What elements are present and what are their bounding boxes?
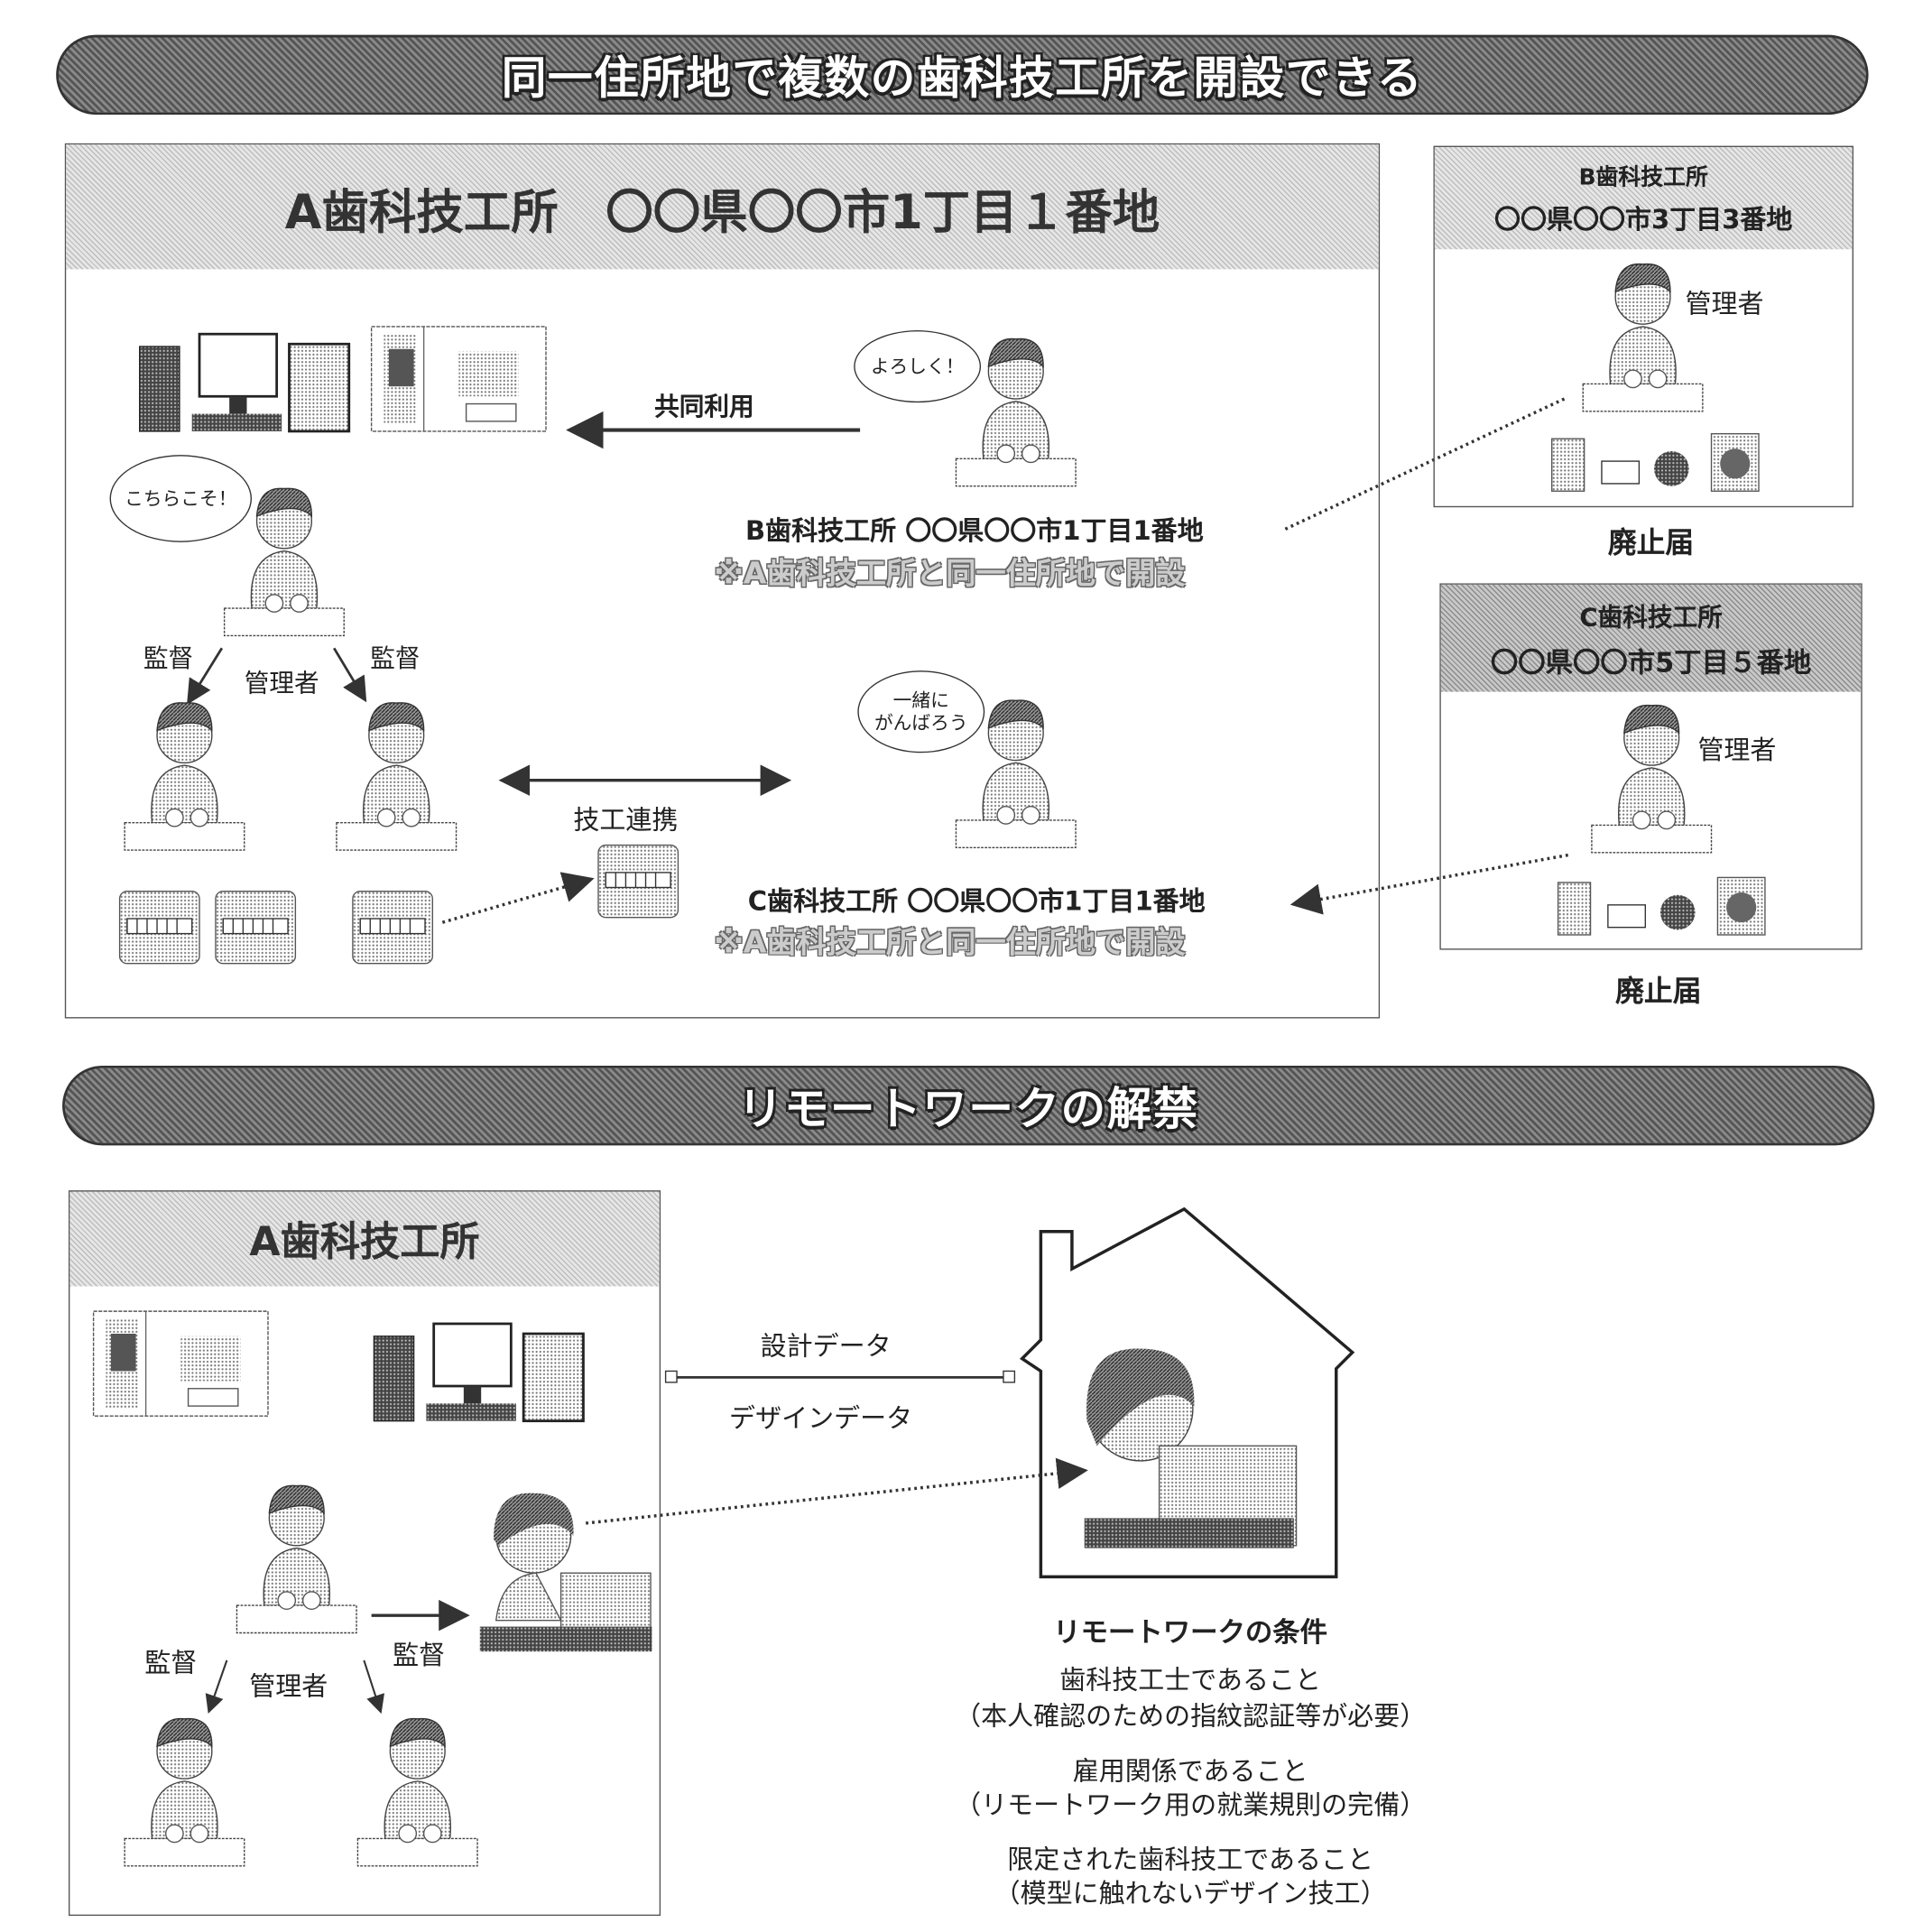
lab-b-same-address-note: ※A歯科技工所と同一住所地で開設 <box>714 556 1186 591</box>
lab-b-old-box: B歯科技工所 〇〇県〇〇市3丁目3番地 <box>1433 145 1853 508</box>
lab-c-same-address-note: ※A歯科技工所と同一住所地で開設 <box>714 924 1186 960</box>
lab-b-closure-notice: 廃止届 <box>1607 527 1695 560</box>
supervise-label-right-2: 監督 <box>393 1640 446 1670</box>
collaboration-label: 技工連携 <box>573 805 679 836</box>
lab-a2-header: A歯科技工所 <box>69 1191 660 1287</box>
lab-c-old-box: C歯科技工所 〇〇県〇〇市5丁目５番地 <box>1439 583 1863 950</box>
lab-a-header: A歯科技工所 〇〇県〇〇市1丁目１番地 <box>66 144 1379 270</box>
lab-a2-box: A歯科技工所 <box>68 1190 661 1917</box>
section1-banner: 同一住所地で複数の歯科技工所を開設できる <box>56 34 1869 116</box>
design-data-label-2: デザインデータ <box>729 1403 913 1434</box>
condition-2: 雇用関係であること <box>1072 1756 1308 1787</box>
speech-bubble-manager: こちらこそ！ <box>109 455 253 542</box>
condition-1-note: （本人確認のための指紋認証等が必要） <box>955 1701 1427 1732</box>
section1-banner-title: 同一住所地で複数の歯科技工所を開設できる <box>501 53 1423 106</box>
shared-use-label: 共同利用 <box>654 391 754 421</box>
supervise-label-right: 監督 <box>370 642 421 673</box>
lab-b-old-name: B歯科技工所 <box>1578 164 1708 191</box>
lab-c-old-header: C歯科技工所 〇〇県〇〇市5丁目５番地 <box>1440 584 1862 692</box>
condition-3: 限定された歯科技工であること <box>1007 1844 1374 1875</box>
section2-banner-title: リモートワークの解禁 <box>737 1084 1199 1136</box>
lab-a-box: A歯科技工所 〇〇県〇〇市1丁目１番地 <box>64 143 1381 1019</box>
supervise-label-left-2: 監督 <box>144 1648 198 1678</box>
condition-1: 歯科技工士であること <box>1059 1665 1322 1696</box>
lab-a2-title: A歯科技工所 <box>249 1217 480 1266</box>
lab-c-old-manager-label: 管理者 <box>1697 735 1777 766</box>
lab-c-closure-notice: 廃止届 <box>1615 975 1702 1009</box>
lab-b-old-header: B歯科技工所 〇〇県〇〇市3丁目3番地 <box>1434 146 1853 250</box>
remote-conditions-title: リモートワークの条件 <box>1053 1617 1328 1650</box>
lab-a-title: A歯科技工所 〇〇県〇〇市1丁目１番地 <box>284 183 1160 239</box>
speech-bubble-c: 一緒に がんばろう <box>857 670 985 753</box>
manager-label-2: 管理者 <box>249 1671 328 1702</box>
design-data-label: 設計データ <box>760 1331 892 1362</box>
supervise-label-left: 監督 <box>143 642 194 673</box>
data-link-line <box>664 1370 1016 1383</box>
manager-label: 管理者 <box>244 668 319 698</box>
lab-c-new-address: C歯科技工所 〇〇県〇〇市1丁目1番地 <box>747 886 1206 917</box>
condition-3-note: （模型に触れないデザイン技工） <box>994 1878 1387 1909</box>
condition-2-note: （リモートワーク用の就業規則の完備） <box>955 1789 1427 1820</box>
lab-b-new-address: B歯科技工所 〇〇県〇〇市1丁目1番地 <box>745 515 1204 547</box>
home-remote-worker-figure <box>1084 1348 1298 1548</box>
speech-bubble-b: よろしく！ <box>854 330 982 403</box>
section2-banner: リモートワークの解禁 <box>62 1066 1875 1146</box>
lab-b-old-manager-label: 管理者 <box>1685 289 1764 319</box>
lab-b-old-address: 〇〇県〇〇市3丁目3番地 <box>1494 204 1793 235</box>
lab-c-old-name: C歯科技工所 <box>1579 601 1723 632</box>
lab-c-old-address: 〇〇県〇〇市5丁目５番地 <box>1490 647 1812 679</box>
home-icon <box>1019 1206 1355 1579</box>
